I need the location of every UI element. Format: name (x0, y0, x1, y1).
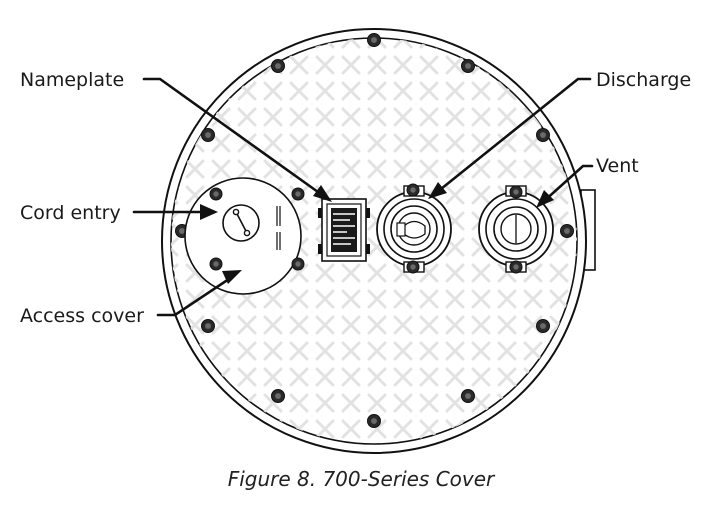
bolt-icon (406, 260, 420, 274)
cord-entry-arrowhead (200, 204, 218, 220)
bolt-icon (461, 389, 475, 403)
bolt-icon (209, 187, 223, 201)
access-cover-markings (276, 206, 281, 250)
vent-arrowhead (536, 190, 554, 208)
bolt-icon (367, 33, 381, 47)
bolt-icon (209, 257, 223, 271)
bolt-icon (536, 319, 550, 333)
label-cord-entry: Cord entry (20, 202, 121, 224)
nameplate-arrowhead (313, 185, 332, 202)
bolt-icon (201, 128, 215, 142)
bolt-icon (560, 224, 574, 238)
bolt-icon (291, 187, 305, 201)
cord-entry-pin (232, 208, 240, 216)
bolt-icon (509, 185, 523, 199)
bolt-icon (291, 257, 305, 271)
bolt-icon (461, 59, 475, 73)
bolt-icon (509, 260, 523, 274)
discharge-fitting (376, 185, 452, 273)
discharge-leader (434, 77, 592, 195)
bolt-icon (367, 414, 381, 428)
nameplate (318, 198, 370, 262)
bolt-icon (406, 183, 420, 197)
cord-entry-pin (243, 229, 251, 237)
access-cover-leader (156, 275, 234, 317)
access-cover-arrowhead (222, 270, 242, 284)
bolt-icon (201, 319, 215, 333)
leader-lines (132, 77, 594, 317)
leader-arrowheads (200, 182, 554, 284)
bolt-icon (536, 128, 550, 142)
figure-caption: Figure 8. 700-Series Cover (228, 467, 496, 491)
label-discharge: Discharge (596, 69, 691, 91)
bolt-icon (271, 389, 285, 403)
label-access-cover: Access cover (20, 305, 144, 327)
label-vent: Vent (596, 155, 639, 177)
cord-entry-wire (235, 211, 248, 234)
component-bolts (209, 183, 523, 274)
label-nameplate: Nameplate (20, 69, 124, 91)
discharge-arrowhead (428, 182, 447, 199)
perimeter-bolts (175, 33, 574, 428)
bolt-icon (271, 59, 285, 73)
access-cover (184, 177, 302, 295)
nameplate-leader (142, 77, 327, 199)
vent-leader (541, 164, 594, 204)
